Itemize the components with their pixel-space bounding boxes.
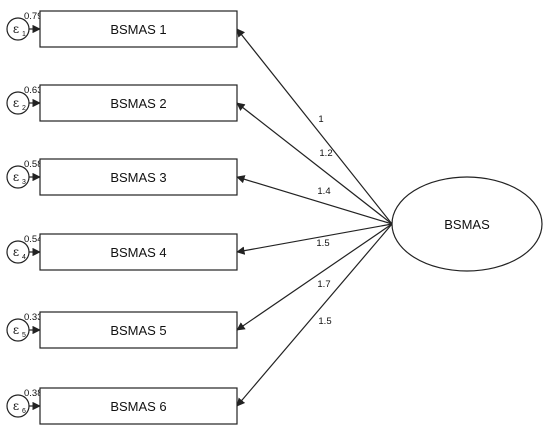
error-term-symbol: ε xyxy=(13,245,19,259)
indicator-label: BSMAS 3 xyxy=(110,170,166,185)
error-term-index: 3 xyxy=(22,179,26,186)
error-term-symbol: ε xyxy=(13,323,19,337)
error-term-index: 1 xyxy=(22,31,26,38)
error-term-symbol: ε xyxy=(13,96,19,110)
latent-label: BSMAS xyxy=(444,217,490,232)
loading-arrow xyxy=(236,102,393,225)
indicator-box xyxy=(39,158,238,196)
indicator-box xyxy=(39,387,238,425)
indicator-label: BSMAS 6 xyxy=(110,399,166,414)
error-term-symbol: ε xyxy=(13,22,19,36)
error-variance-label: 0.63 xyxy=(24,85,43,96)
latent-node: BSMAS xyxy=(391,176,543,272)
indicator-label: BSMAS 4 xyxy=(110,245,166,260)
error-term-symbol: ε xyxy=(13,170,19,184)
loading-label: 1.5 xyxy=(318,316,331,327)
indicator-box xyxy=(39,10,238,48)
loading-label: 1.2 xyxy=(319,148,332,159)
indicator-label: BSMAS 1 xyxy=(110,22,166,37)
loading-label: 1 xyxy=(318,114,323,125)
indicator-label: BSMAS 5 xyxy=(110,323,166,338)
loading-label: 1.5 xyxy=(316,238,329,249)
indicator-box xyxy=(39,233,238,271)
error-variance-label: 0.54 xyxy=(24,234,43,245)
error-term-index: 5 xyxy=(22,332,26,339)
indicator-label: BSMAS 2 xyxy=(110,96,166,111)
error-term-index: 2 xyxy=(22,105,26,112)
loading-arrow xyxy=(236,223,393,331)
error-variance-label: 0.33 xyxy=(24,312,43,323)
loading-label: 1.7 xyxy=(317,279,330,290)
error-term-index: 4 xyxy=(22,254,26,261)
error-term-index: 6 xyxy=(22,408,26,415)
indicator-box xyxy=(39,311,238,349)
loading-arrow xyxy=(236,175,393,225)
loading-arrow xyxy=(236,223,393,255)
error-variance-label: 0.58 xyxy=(24,159,43,170)
error-variance-label: 0.79 xyxy=(24,11,43,22)
loading-arrow xyxy=(236,223,393,407)
loading-label: 1.4 xyxy=(317,186,330,197)
loading-arrow xyxy=(236,28,393,225)
error-term-symbol: ε xyxy=(13,399,19,413)
error-variance-label: 0.38 xyxy=(24,388,43,399)
